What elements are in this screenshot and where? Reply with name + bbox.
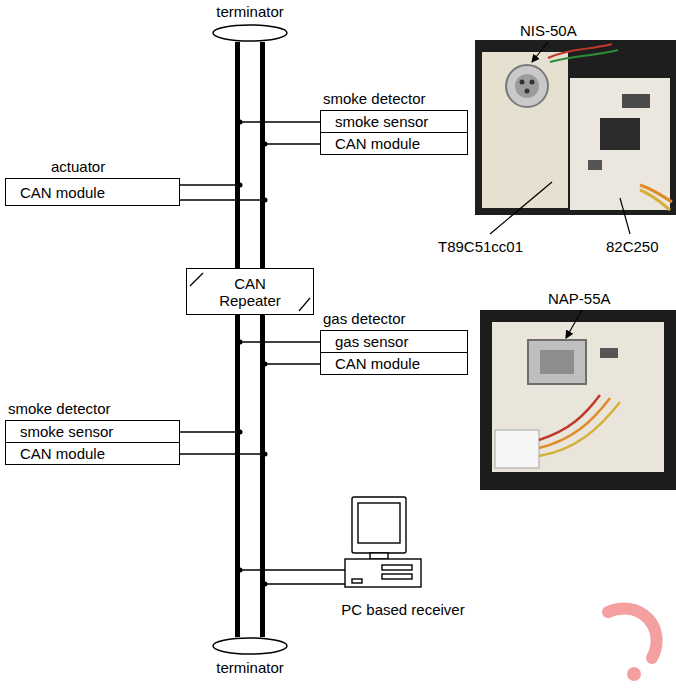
part-label: NIS-50A <box>520 22 577 39</box>
terminator-shape <box>212 637 288 655</box>
monitor-stand <box>370 553 388 559</box>
sensor-housing <box>506 65 548 107</box>
terminator-ellipse: terminator <box>212 637 288 655</box>
node-heading: terminator <box>216 3 284 20</box>
bus-stub <box>180 184 238 186</box>
drive-slot <box>382 574 412 579</box>
module-row: smoke sensor <box>321 111 467 132</box>
bus-stub <box>263 143 321 145</box>
component <box>622 94 650 108</box>
component <box>588 160 602 170</box>
wire <box>640 190 670 210</box>
terminator-outline <box>213 25 287 41</box>
terminator-outline <box>213 638 287 654</box>
watermark <box>608 608 657 681</box>
terminator-ellipse: terminator <box>212 24 288 42</box>
bus-stub <box>180 453 263 455</box>
pc-receiver: PC based receiver <box>338 495 468 620</box>
monitor-screen <box>358 503 400 543</box>
leader-line <box>620 198 630 234</box>
computer-icon <box>338 495 468 595</box>
node-heading: terminator <box>216 659 284 676</box>
leader-arrow <box>532 42 548 62</box>
gas-sensor-photo <box>480 310 676 490</box>
sensor-core <box>515 74 539 98</box>
detector-box: smoke sensorCAN modulesmoke detector <box>5 420 180 465</box>
component <box>600 348 618 358</box>
computer-case <box>345 559 421 587</box>
node-label: CAN module <box>6 445 105 462</box>
node-label: gas sensor <box>321 333 408 350</box>
bus-stub <box>238 569 346 571</box>
monitor-frame <box>352 497 406 553</box>
node-label: smoke sensor <box>321 113 428 130</box>
node-label: CAN module <box>321 135 420 152</box>
node-heading: actuator <box>51 158 105 175</box>
watermark-dot <box>627 667 641 681</box>
repeater-slash <box>299 298 310 311</box>
sensor-hole <box>520 80 525 85</box>
wire <box>539 398 610 448</box>
sensor-hole <box>530 80 535 85</box>
node-label: CAN module <box>321 355 420 372</box>
module-row: gas sensor <box>321 331 467 352</box>
smoke-sensor-photo <box>475 40 676 215</box>
photo-background <box>475 40 676 215</box>
can-bus-line <box>238 315 263 637</box>
wire <box>550 50 618 62</box>
sensor-board <box>492 322 664 472</box>
drive-slot <box>382 565 412 570</box>
part-label: NAP-55A <box>548 290 611 307</box>
node-label: CAN Repeater <box>214 275 286 309</box>
node-label: CAN module <box>6 184 105 201</box>
bus-stub <box>263 363 321 365</box>
detector-box: gas sensorCAN modulegas detector <box>320 330 468 375</box>
photo-background <box>480 310 676 490</box>
part-label: 82C250 <box>606 238 659 255</box>
part-label: T89C51cc01 <box>438 238 523 255</box>
leader-line <box>490 182 552 234</box>
bus-stub <box>263 583 346 585</box>
module-row: CAN module <box>321 132 467 153</box>
bus-stub <box>238 121 321 123</box>
detector-box: smoke sensorCAN modulesmoke detector <box>320 110 468 155</box>
watermark-stroke <box>608 608 657 658</box>
wire <box>539 402 620 456</box>
bus-stub <box>180 199 263 201</box>
connector <box>495 430 539 468</box>
can-bus-line <box>238 42 263 268</box>
chip <box>600 118 640 150</box>
module-row: smoke sensor <box>6 421 179 442</box>
leader-arrow <box>566 310 582 338</box>
node-label: PC based receiver <box>341 601 464 618</box>
bus-stub <box>180 431 238 433</box>
sensor-hole <box>525 89 530 94</box>
node-heading: gas detector <box>323 310 406 327</box>
module-box: actuatorCAN module <box>5 178 180 206</box>
node-label: smoke sensor <box>6 423 113 440</box>
node-heading: smoke detector <box>323 90 426 107</box>
sensor-board <box>482 52 568 208</box>
sensor-core <box>540 350 574 374</box>
repeater-slash <box>190 273 203 286</box>
terminator-shape <box>212 24 288 42</box>
module-row: CAN module <box>321 352 467 373</box>
node-heading: smoke detector <box>8 400 111 417</box>
power-button <box>352 579 362 583</box>
bus-stub <box>238 341 321 343</box>
gas-sensor-module <box>528 340 586 384</box>
repeater-box: CAN Repeater <box>186 268 314 315</box>
module-row: CAN module <box>6 442 179 463</box>
